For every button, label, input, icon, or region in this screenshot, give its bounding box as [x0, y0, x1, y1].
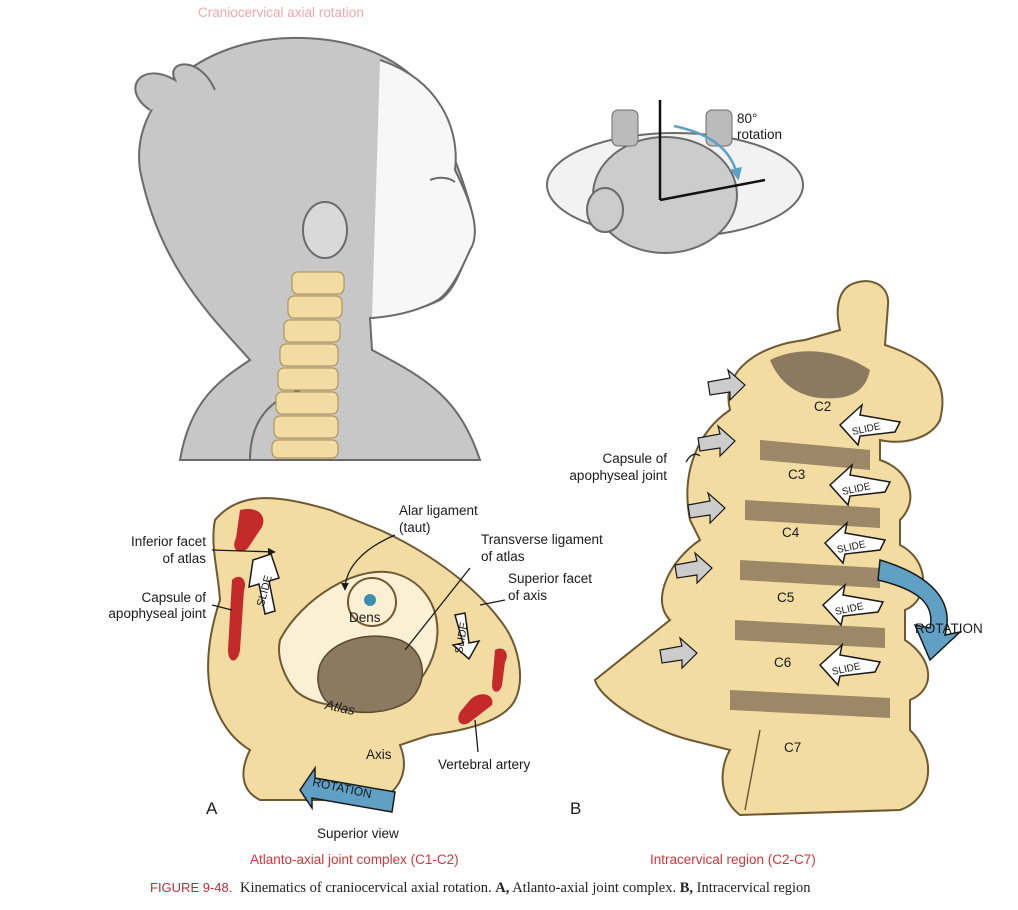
axis-label: Axis [366, 747, 392, 762]
dens-label: Dens [349, 610, 381, 625]
top-title: Craniocervical axial rotation [198, 5, 364, 20]
caption-text-1: Kinematics of craniocervical axial rotat… [239, 880, 492, 896]
capsule-label-a-2: apophyseal joint [108, 606, 206, 621]
leader-lines [211, 453, 701, 753]
woman-head-illustration [134, 36, 482, 461]
superior-facet-label-1: Superior facet [508, 571, 593, 586]
superior-view-label: Superior view [317, 826, 399, 841]
vertebra-c3-label: C3 [788, 467, 806, 482]
capsule-label-b-1: Capsule of [602, 451, 667, 466]
rotation-label-b: ROTATION [915, 621, 983, 636]
rotation-word-label: rotation [737, 127, 783, 142]
capsule-label-b-2: apophyseal joint [569, 468, 667, 483]
vertebra-c5-label: C5 [777, 590, 795, 605]
vertebra-c7-label: C7 [784, 740, 802, 755]
vertebral-artery-label: Vertebral artery [438, 757, 531, 772]
rotation-degrees-label: 80° [737, 111, 758, 126]
figure-caption: FIGURE 9-48. Kinematics of craniocervica… [150, 880, 1010, 897]
transverse-ligament-label-1: Transverse ligament [481, 532, 603, 547]
capsule-label-a-1: Capsule of [141, 590, 206, 605]
panel-b-letter: B [570, 799, 582, 818]
alar-ligament-label-1: Alar ligament [399, 503, 478, 518]
panel-a-letter: A [206, 799, 218, 818]
superior-facet-label-2: of axis [508, 588, 548, 603]
vertebra-c4-label: C4 [782, 525, 800, 540]
inferior-facet-label-1: Inferior facet [130, 534, 206, 549]
panel-a-title: Atlanto-axial joint complex (C1-C2) [250, 852, 459, 867]
vertebra-c6-label: C6 [774, 655, 792, 670]
caption-figure-number: FIGURE 9-48. [150, 880, 233, 895]
atlas-axis-illustration [207, 497, 521, 813]
caption-text-3: Intracervical region [696, 880, 811, 896]
superior-head-view [546, 100, 804, 254]
panel-b-title: Intracervical region (C2-C7) [650, 852, 816, 867]
inferior-facet-label-2: of atlas [162, 551, 206, 566]
vertebra-c2-label: C2 [814, 399, 832, 414]
alar-ligament-label-2: (taut) [399, 520, 431, 535]
caption-b: B, [679, 880, 693, 896]
caption-a: A, [495, 880, 510, 896]
caption-text-2: Atlanto-axial joint complex. [512, 880, 677, 896]
transverse-ligament-label-2: of atlas [481, 549, 525, 564]
cervical-spine-large [593, 280, 963, 817]
cervical-spine-small [271, 271, 345, 459]
